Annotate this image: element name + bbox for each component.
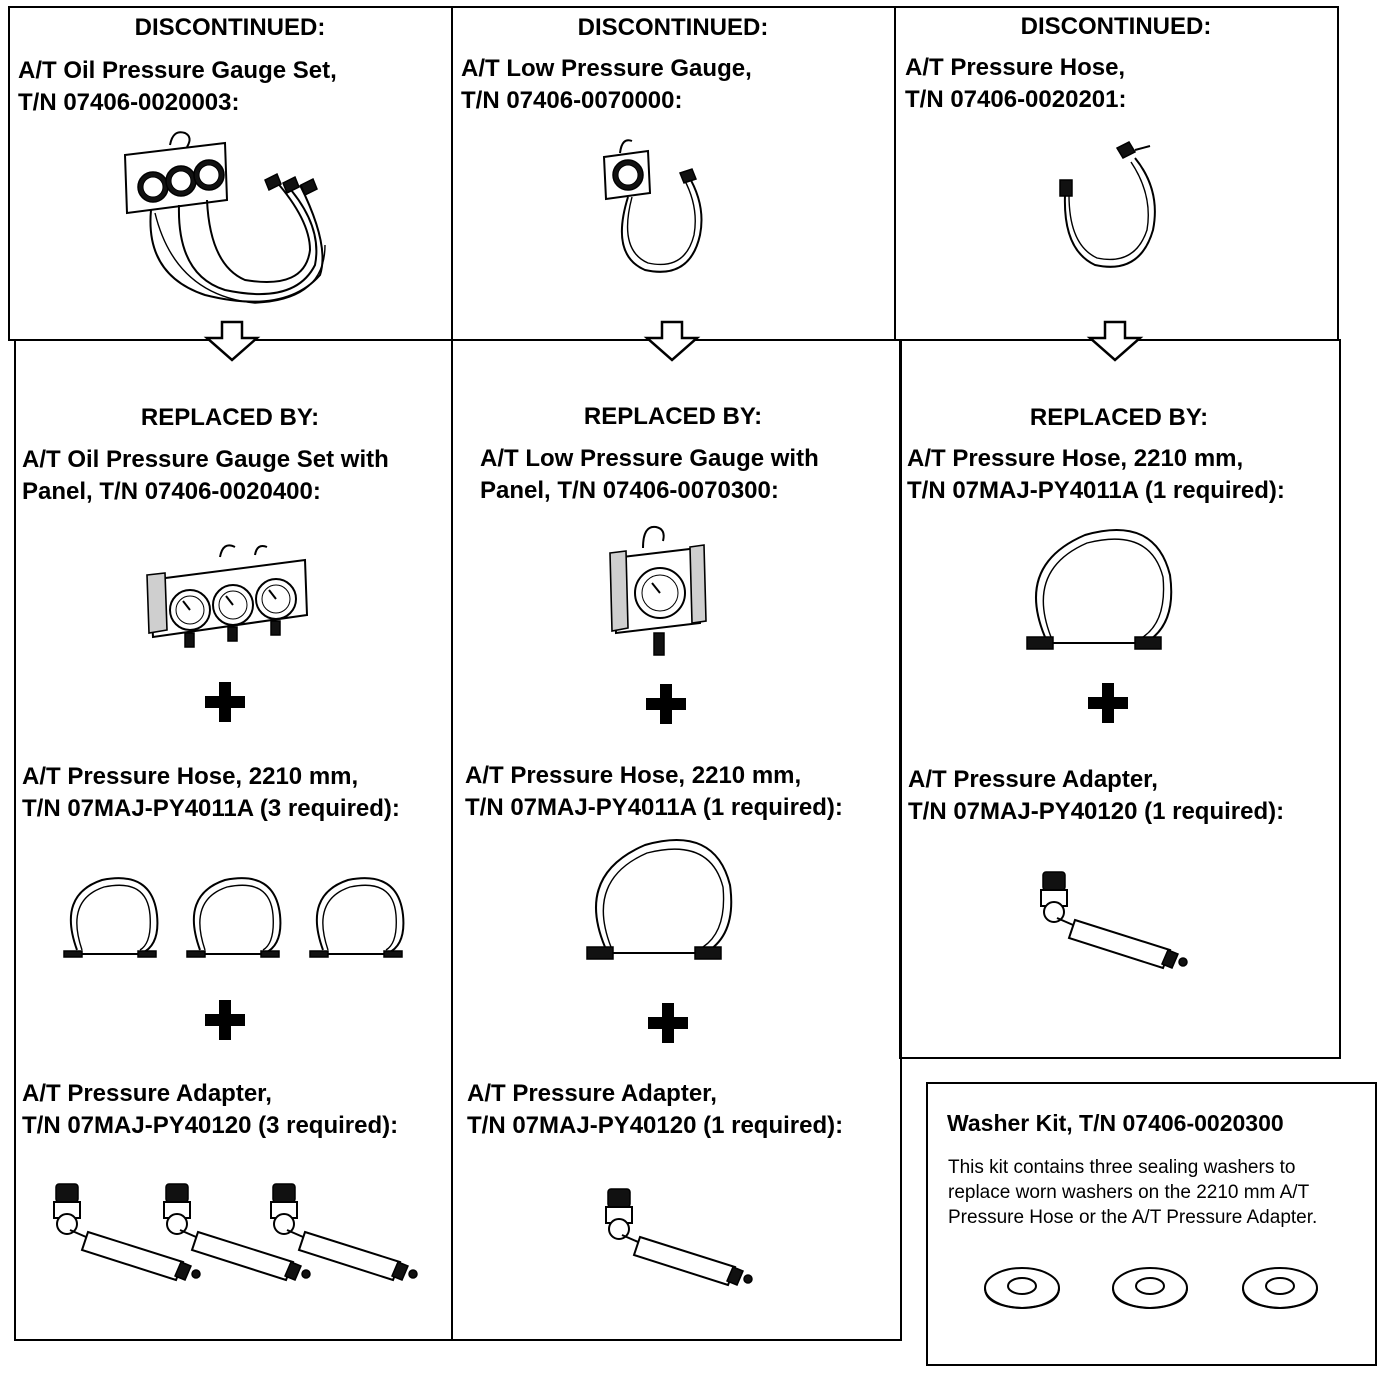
- plus-icon: [1088, 683, 1128, 723]
- left-border-col3: [899, 339, 901, 1059]
- col2-item1-line1: A/T Low Pressure Gauge with: [480, 445, 819, 472]
- plus-icon: [205, 1000, 245, 1040]
- washer-kit-title: Washer Kit, T/N 07406-0020300: [947, 1110, 1284, 1136]
- col1-item1-line1: A/T Oil Pressure Gauge Set with: [22, 446, 389, 473]
- col1-item1-line2: Panel, T/N 07406-0020400:: [22, 478, 321, 505]
- plus-icon: [205, 682, 245, 722]
- bottom-border-col12: [14, 1339, 902, 1341]
- col1-item2-line2: T/N 07MAJ-PY4011A (3 required):: [22, 795, 400, 822]
- washer-image-1: [984, 1267, 1060, 1310]
- col2-item3-line2: T/N 07MAJ-PY40120 (1 required):: [467, 1112, 844, 1139]
- adapter-image-3: [270, 1183, 418, 1282]
- washer-image-3: [1242, 1267, 1318, 1310]
- gauge-set-panel-image: [146, 544, 309, 648]
- col3-item1-line2: T/N 07MAJ-PY4011A (1 required):: [907, 477, 1285, 504]
- col2-old-tn: T/N 07406-0070000:: [461, 87, 683, 114]
- washer-kit-line3: Pressure Hose or the A/T Pressure Adapte…: [948, 1207, 1318, 1228]
- col2-replaced-label: REPLACED BY:: [583, 403, 763, 430]
- right-border-col2: [900, 339, 902, 1341]
- plus-icon: [646, 684, 686, 724]
- hose-image: [586, 839, 733, 960]
- down-arrow-icon: [1086, 320, 1144, 362]
- col2-discontinued-label: DISCONTINUED:: [577, 14, 769, 41]
- old-hose-image: [1059, 141, 1156, 268]
- old-low-gauge-image: [602, 139, 703, 273]
- col3-old-tn: T/N 07406-0020201:: [905, 86, 1127, 113]
- col1-old-name: A/T Oil Pressure Gauge Set,: [18, 57, 337, 84]
- col2-item2-line1: A/T Pressure Hose, 2210 mm,: [465, 762, 802, 789]
- low-gauge-panel-image: [609, 525, 707, 656]
- washer-kit-line2: replace worn washers on the 2210 mm A/T: [948, 1182, 1310, 1203]
- down-arrow-icon: [643, 320, 701, 362]
- col2-old-name: A/T Low Pressure Gauge,: [461, 55, 752, 82]
- col2-item1-line2: Panel, T/N 07406-0070300:: [480, 477, 779, 504]
- down-arrow-icon: [203, 320, 261, 362]
- col3-discontinued-label: DISCONTINUED:: [1020, 13, 1212, 40]
- col3-item1-line1: A/T Pressure Hose, 2210 mm,: [907, 445, 1244, 472]
- plus-icon: [648, 1003, 688, 1043]
- washer-image-2: [1112, 1267, 1188, 1310]
- bottom-border-col3: [899, 1057, 1341, 1059]
- col3-item2-line1: A/T Pressure Adapter,: [908, 766, 1158, 793]
- col2-item2-line2: T/N 07MAJ-PY4011A (1 required):: [465, 794, 843, 821]
- divider-col1: [451, 6, 453, 1341]
- col2-item3-line1: A/T Pressure Adapter,: [467, 1080, 717, 1107]
- hose-image-1: [63, 877, 159, 958]
- left-border-lower: [14, 339, 16, 1341]
- col3-replaced-label: REPLACED BY:: [1029, 404, 1209, 431]
- washer-kit-box: [926, 1082, 1377, 1366]
- col1-item3-line1: A/T Pressure Adapter,: [22, 1080, 272, 1107]
- adapter-image: [605, 1188, 753, 1287]
- washer-kit-line1: This kit contains three sealing washers …: [948, 1157, 1296, 1178]
- old-gauge-set-image: [123, 131, 326, 304]
- col1-old-tn: T/N 07406-0020003:: [18, 89, 240, 116]
- divider-col2: [894, 6, 896, 341]
- adapter-image: [1040, 871, 1188, 970]
- col1-item3-line2: T/N 07MAJ-PY40120 (3 required):: [22, 1112, 399, 1139]
- right-border-col3: [1339, 339, 1341, 1059]
- hose-image-3: [309, 877, 405, 958]
- col1-replaced-label: REPLACED BY:: [140, 404, 320, 431]
- col1-discontinued-label: DISCONTINUED:: [134, 14, 326, 41]
- col3-item2-line2: T/N 07MAJ-PY40120 (1 required):: [908, 798, 1285, 825]
- col1-item2-line1: A/T Pressure Hose, 2210 mm,: [22, 763, 359, 790]
- col3-old-name: A/T Pressure Hose,: [905, 54, 1126, 81]
- adapter-image-1: [53, 1183, 201, 1282]
- hose-image-2: [186, 877, 282, 958]
- hose-image: [1026, 529, 1173, 650]
- adapter-image-2: [163, 1183, 311, 1282]
